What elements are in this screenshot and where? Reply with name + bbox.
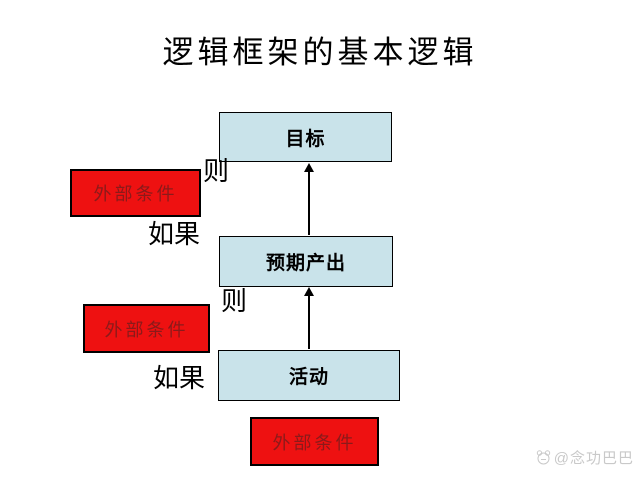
node-activity-label: 活动 (288, 367, 329, 388)
external-condition-middle: 外部条件 (83, 304, 210, 353)
connector-then-middle: 则 (221, 287, 248, 316)
connector-then-top: 则 (203, 157, 230, 186)
external-condition-bottom: 外部条件 (250, 417, 379, 466)
node-expected-output: 预期产出 (219, 236, 393, 287)
external-condition-top: 外部条件 (70, 169, 201, 217)
external-condition-bottom-label: 外部条件 (272, 432, 357, 453)
watermark-text: @念功巴巴 (553, 450, 634, 467)
connector-if-top: 如果 (148, 220, 201, 249)
arrow-head-icon (304, 287, 314, 296)
arrow-output-to-goal (303, 163, 315, 235)
node-goal: 目标 (219, 112, 392, 162)
node-goal-label: 目标 (285, 128, 326, 150)
arrow-shaft (308, 172, 310, 235)
arrow-head-icon (304, 163, 314, 172)
external-condition-middle-label: 外部条件 (104, 319, 189, 340)
node-expected-output-label: 预期产出 (265, 253, 346, 274)
arrow-shaft (308, 296, 310, 349)
arrow-activity-to-output (303, 287, 315, 349)
node-activity: 活动 (218, 350, 400, 401)
page-title: 逻辑框架的基本逻辑 (162, 35, 478, 70)
watermark-logo-icon (536, 450, 550, 465)
connector-if-middle: 如果 (153, 364, 206, 393)
watermark: @念功巴巴 (535, 447, 634, 468)
external-condition-top-label: 外部条件 (93, 184, 178, 204)
